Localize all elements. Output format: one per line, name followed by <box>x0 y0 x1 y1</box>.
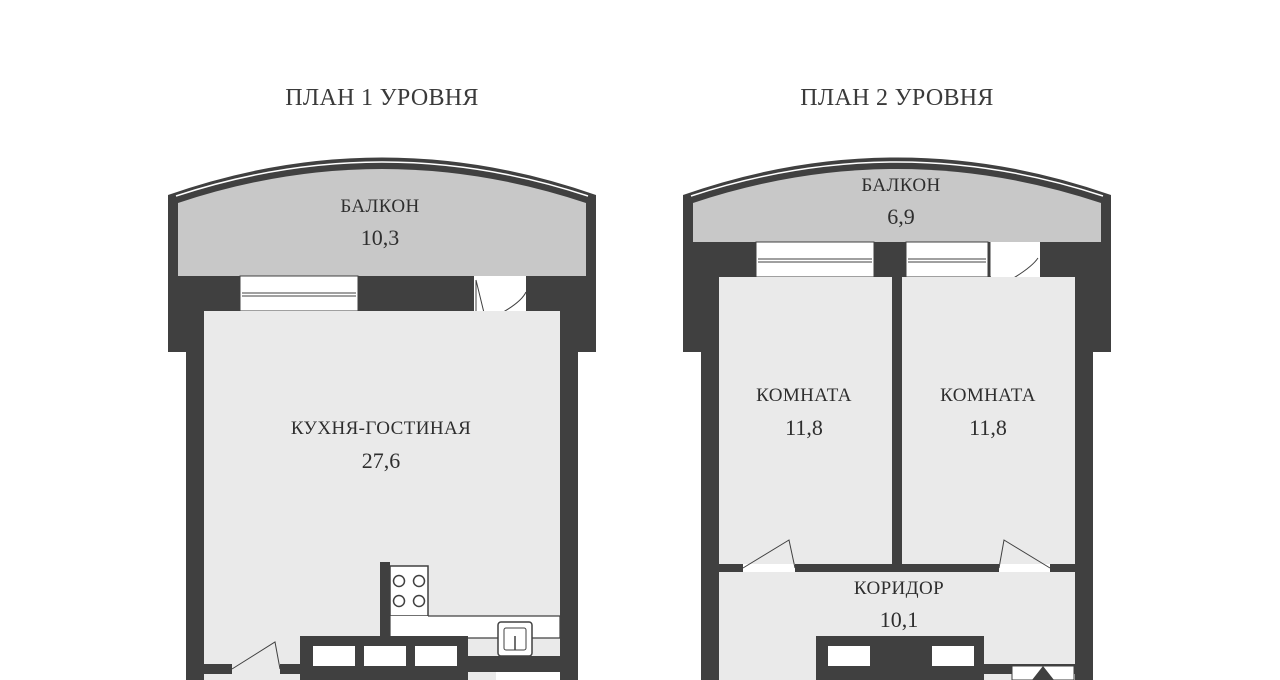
level-1-balcony-floor <box>178 169 586 276</box>
level-2-wall-segment <box>1050 564 1075 572</box>
level-2-room-2-name: КОМНАТА <box>940 385 1036 406</box>
level-1-kitchen-partition <box>380 562 390 680</box>
level-1-kitchen-living-area: 27,6 <box>362 448 401 473</box>
level-2-room-1-door <box>742 539 796 569</box>
level-2-wall-segment <box>795 564 999 572</box>
level-2-balcony-name: БАЛКОН <box>861 175 940 196</box>
level-1-wall-segment <box>468 656 560 672</box>
level-2-cabinet <box>932 646 974 666</box>
level-2-room-1-name: КОМНАТА <box>756 385 852 406</box>
level-2-balcony-door-opening <box>990 242 1040 277</box>
burner-icon <box>392 574 406 588</box>
level-1-entry-door <box>231 641 281 670</box>
level-2-title: ПЛАН 2 УРОВНЯ <box>800 85 994 111</box>
level-2-room-2-door <box>998 539 1051 569</box>
level-2-corridor-name: КОРИДОР <box>854 578 944 599</box>
level-1-balcony-area: 10,3 <box>361 225 400 250</box>
level-1-balcony-door-opening <box>474 276 526 311</box>
level-2-wall-segment <box>719 564 743 572</box>
level-1-wall-segment <box>280 664 300 674</box>
level-2-cabinet <box>828 646 870 666</box>
stair-arrow-icon <box>1032 666 1054 680</box>
level-2-room-1-floor <box>719 277 892 564</box>
burner-icon <box>412 574 426 588</box>
level-1-kitchen-living-name: КУХНЯ-ГОСТИНАЯ <box>291 418 471 439</box>
level-1-fixture-edge <box>496 672 560 680</box>
level-2-room-partition <box>892 277 902 572</box>
level-1-cabinet <box>313 646 355 666</box>
level-2-corridor-area: 10,1 <box>880 607 919 632</box>
level-2-room-2-area: 11,8 <box>969 415 1007 440</box>
burner-icon <box>412 594 426 608</box>
level-2-balcony-area: 6,9 <box>887 204 915 229</box>
stove-icon <box>389 565 429 617</box>
level-1-balcony-name: БАЛКОН <box>340 196 419 217</box>
level-2-right-wall <box>1075 277 1093 680</box>
burner-icon <box>392 594 406 608</box>
level-1-cabinet <box>364 646 406 666</box>
level-1-cabinet <box>415 646 457 666</box>
level-1-balcony-rail <box>175 161 589 197</box>
level-1-plan: ПЛАН 1 УРОВНЯ <box>168 85 596 680</box>
level-2-plan: ПЛАН 2 УРОВНЯ <box>683 85 1111 680</box>
level-2-room-1-area: 11,8 <box>785 415 823 440</box>
level-2-room-2-floor <box>902 277 1075 564</box>
level-2-left-wall <box>701 277 719 680</box>
level-1-wall-segment <box>204 664 232 674</box>
level-1-kitchen-counter <box>389 615 561 639</box>
level-1-title: ПЛАН 1 УРОВНЯ <box>285 85 479 111</box>
level-2-balcony-rail <box>690 161 1104 197</box>
level-1-left-wall <box>186 276 204 680</box>
level-1-right-wall <box>560 276 578 680</box>
level-2-balcony-floor <box>693 169 1101 242</box>
